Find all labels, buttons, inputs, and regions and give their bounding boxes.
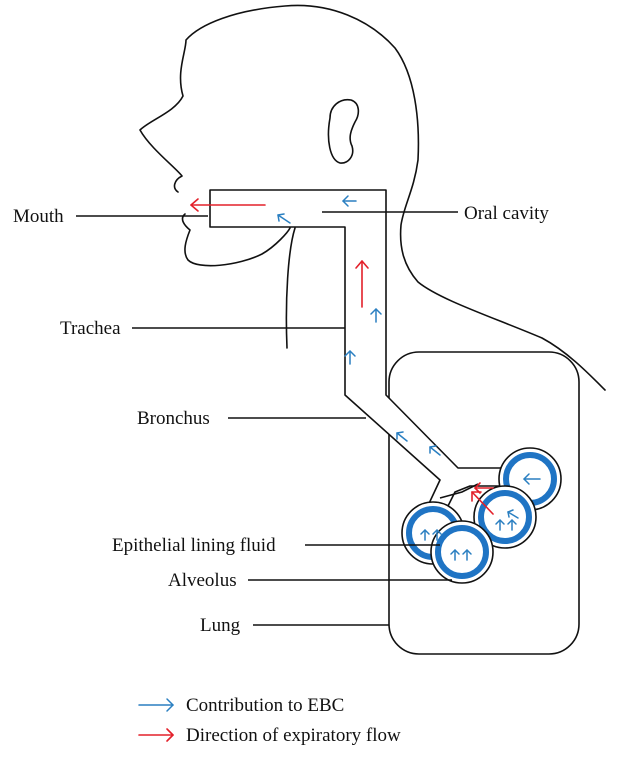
oral-cavity-label: Oral cavity [464,203,549,224]
red-arrow [190,198,266,212]
blue-arrow [277,213,291,224]
mouth-label: Mouth [13,206,64,227]
legend-expiratory-label: Direction of expiratory flow [186,725,401,746]
blue-arrow [342,195,357,207]
alveolus [430,520,494,584]
blue-arrow [507,519,517,531]
red-arrow [474,482,494,494]
blue-arrow [523,473,541,485]
blue-arrow [462,549,472,561]
blue-arrow [370,308,382,323]
trachea-label: Trachea [60,318,121,339]
epithelial-lining-fluid-label: Epithelial lining fluid [112,535,276,556]
airway-tube [209,189,519,523]
legend-red-arrow [138,728,174,742]
neck-back-outline [285,227,296,349]
red-arrow [355,260,369,308]
blue-arrow [420,529,430,541]
blue-arrow [432,529,442,541]
legend-blue-arrow [138,698,174,712]
blue-arrow [396,431,408,442]
blue-arrow [344,350,356,365]
blue-arrow [495,519,505,531]
alveolus [473,485,537,549]
blue-arrow [429,445,441,456]
contribution-arrows [277,195,541,561]
expiratory-arrows [190,198,494,515]
legend-contribution-label: Contribution to EBC [186,695,344,716]
blue-arrow [450,549,460,561]
ear-outline [327,98,360,164]
chin-outline [181,213,291,267]
alveolus-label: Alveolus [168,570,237,591]
legend: Contribution to EBC Direction of expirat… [138,695,401,746]
head-outline [139,4,606,391]
bronchus-label: Bronchus [137,408,210,429]
lung-label: Lung [200,615,241,636]
blue-arrow [507,509,519,519]
